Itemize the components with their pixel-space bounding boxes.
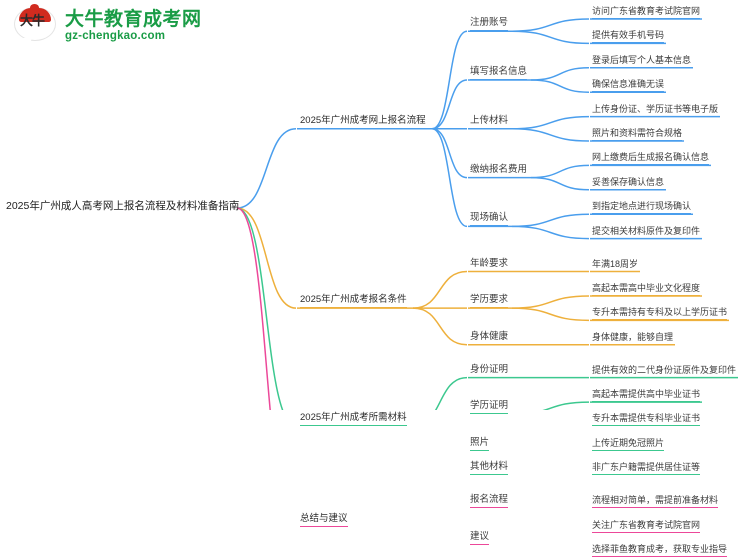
leaf-node[interactable]: 提交相关材料原件及复印件: [592, 225, 701, 239]
leaf-node[interactable]: 高起本需高中毕业文化程度: [592, 282, 701, 296]
logo-icon: 大牛: [14, 4, 58, 46]
mindmap-root-node[interactable]: 2025年广州成人高考网上报名流程及材料准备指南: [6, 199, 240, 212]
subtopic-node[interactable]: 学历证明: [470, 400, 509, 415]
leaf-node[interactable]: 非广东户籍需提供居住证等: [592, 461, 701, 476]
leaf-node[interactable]: 身体健康，能够自理: [592, 331, 674, 345]
site-logo: 大牛 大牛教育成考网 gz-chengkao.com: [14, 4, 202, 46]
leaf-node[interactable]: 选择菲鱼教育成考，获取专业指导: [592, 543, 728, 557]
subtopic-node[interactable]: 报名流程: [470, 494, 509, 509]
topic-node[interactable]: 2025年广州成考网上报名流程: [300, 115, 426, 129]
logo-subtitle: gz-chengkao.com: [65, 30, 166, 42]
leaf-node[interactable]: 访问广东省教育考试院官网: [592, 5, 701, 19]
subtopic-node[interactable]: 身份证明: [470, 364, 509, 378]
leaf-node[interactable]: 专升本需提供专科毕业证书: [592, 412, 701, 427]
subtopic-node[interactable]: 年龄要求: [470, 258, 509, 272]
leaf-node[interactable]: 到指定地点进行现场确认: [592, 200, 692, 215]
subtopic-node[interactable]: 现场确认: [470, 212, 509, 227]
leaf-node[interactable]: 网上缴费后生成报名确认信息: [592, 151, 710, 166]
leaf-node[interactable]: 妥善保存确认信息: [592, 176, 665, 190]
leaf-node[interactable]: 提供有效的二代身份证原件及复印件: [592, 364, 737, 378]
leaf-node[interactable]: 年满18周岁: [592, 258, 639, 272]
logo-mark-text: 大牛: [20, 14, 45, 29]
subtopic-node[interactable]: 其他材料: [470, 461, 509, 476]
leaf-node[interactable]: 照片和资料需符合规格: [592, 127, 683, 141]
leaf-node[interactable]: 上传身份证、学历证书等电子版: [592, 103, 719, 117]
leaf-node[interactable]: 确保信息准确无误: [592, 78, 665, 93]
subtopic-node[interactable]: 注册账号: [470, 17, 509, 32]
subtopic-node[interactable]: 照片: [470, 437, 490, 451]
leaf-node[interactable]: 上传近期免冠照片: [592, 437, 665, 451]
subtopic-node[interactable]: 学历要求: [470, 294, 509, 309]
subtopic-node[interactable]: 缴纳报名费用: [470, 164, 528, 178]
topic-node[interactable]: 总结与建议: [300, 513, 348, 527]
leaf-node[interactable]: 高起本需提供高中毕业证书: [592, 388, 701, 403]
topic-node[interactable]: 2025年广州成考报名条件: [300, 294, 407, 309]
logo-cap-shape: [19, 4, 51, 22]
leaf-node[interactable]: 提供有效手机号码: [592, 29, 665, 44]
topic-node[interactable]: 2025年广州成考所需材料: [300, 412, 407, 427]
leaf-node[interactable]: 登录后填写个人基本信息: [592, 54, 692, 68]
logo-title: 大牛教育成考网: [65, 9, 202, 30]
subtopic-node[interactable]: 身体健康: [470, 331, 509, 345]
mindmap-canvas: 大牛 大牛教育成考网 gz-chengkao.com 2025年广州成人高考网上…: [6, 4, 738, 557]
leaf-node[interactable]: 流程相对简单，需提前准备材料: [592, 494, 719, 509]
subtopic-node[interactable]: 建议: [470, 531, 490, 545]
subtopic-node[interactable]: 填写报名信息: [470, 66, 528, 80]
subtopic-node[interactable]: 上传材料: [470, 115, 509, 129]
leaf-node[interactable]: 关注广东省教育考试院官网: [592, 519, 701, 533]
leaf-node[interactable]: 专升本需持有专科及以上学历证书: [592, 306, 728, 321]
